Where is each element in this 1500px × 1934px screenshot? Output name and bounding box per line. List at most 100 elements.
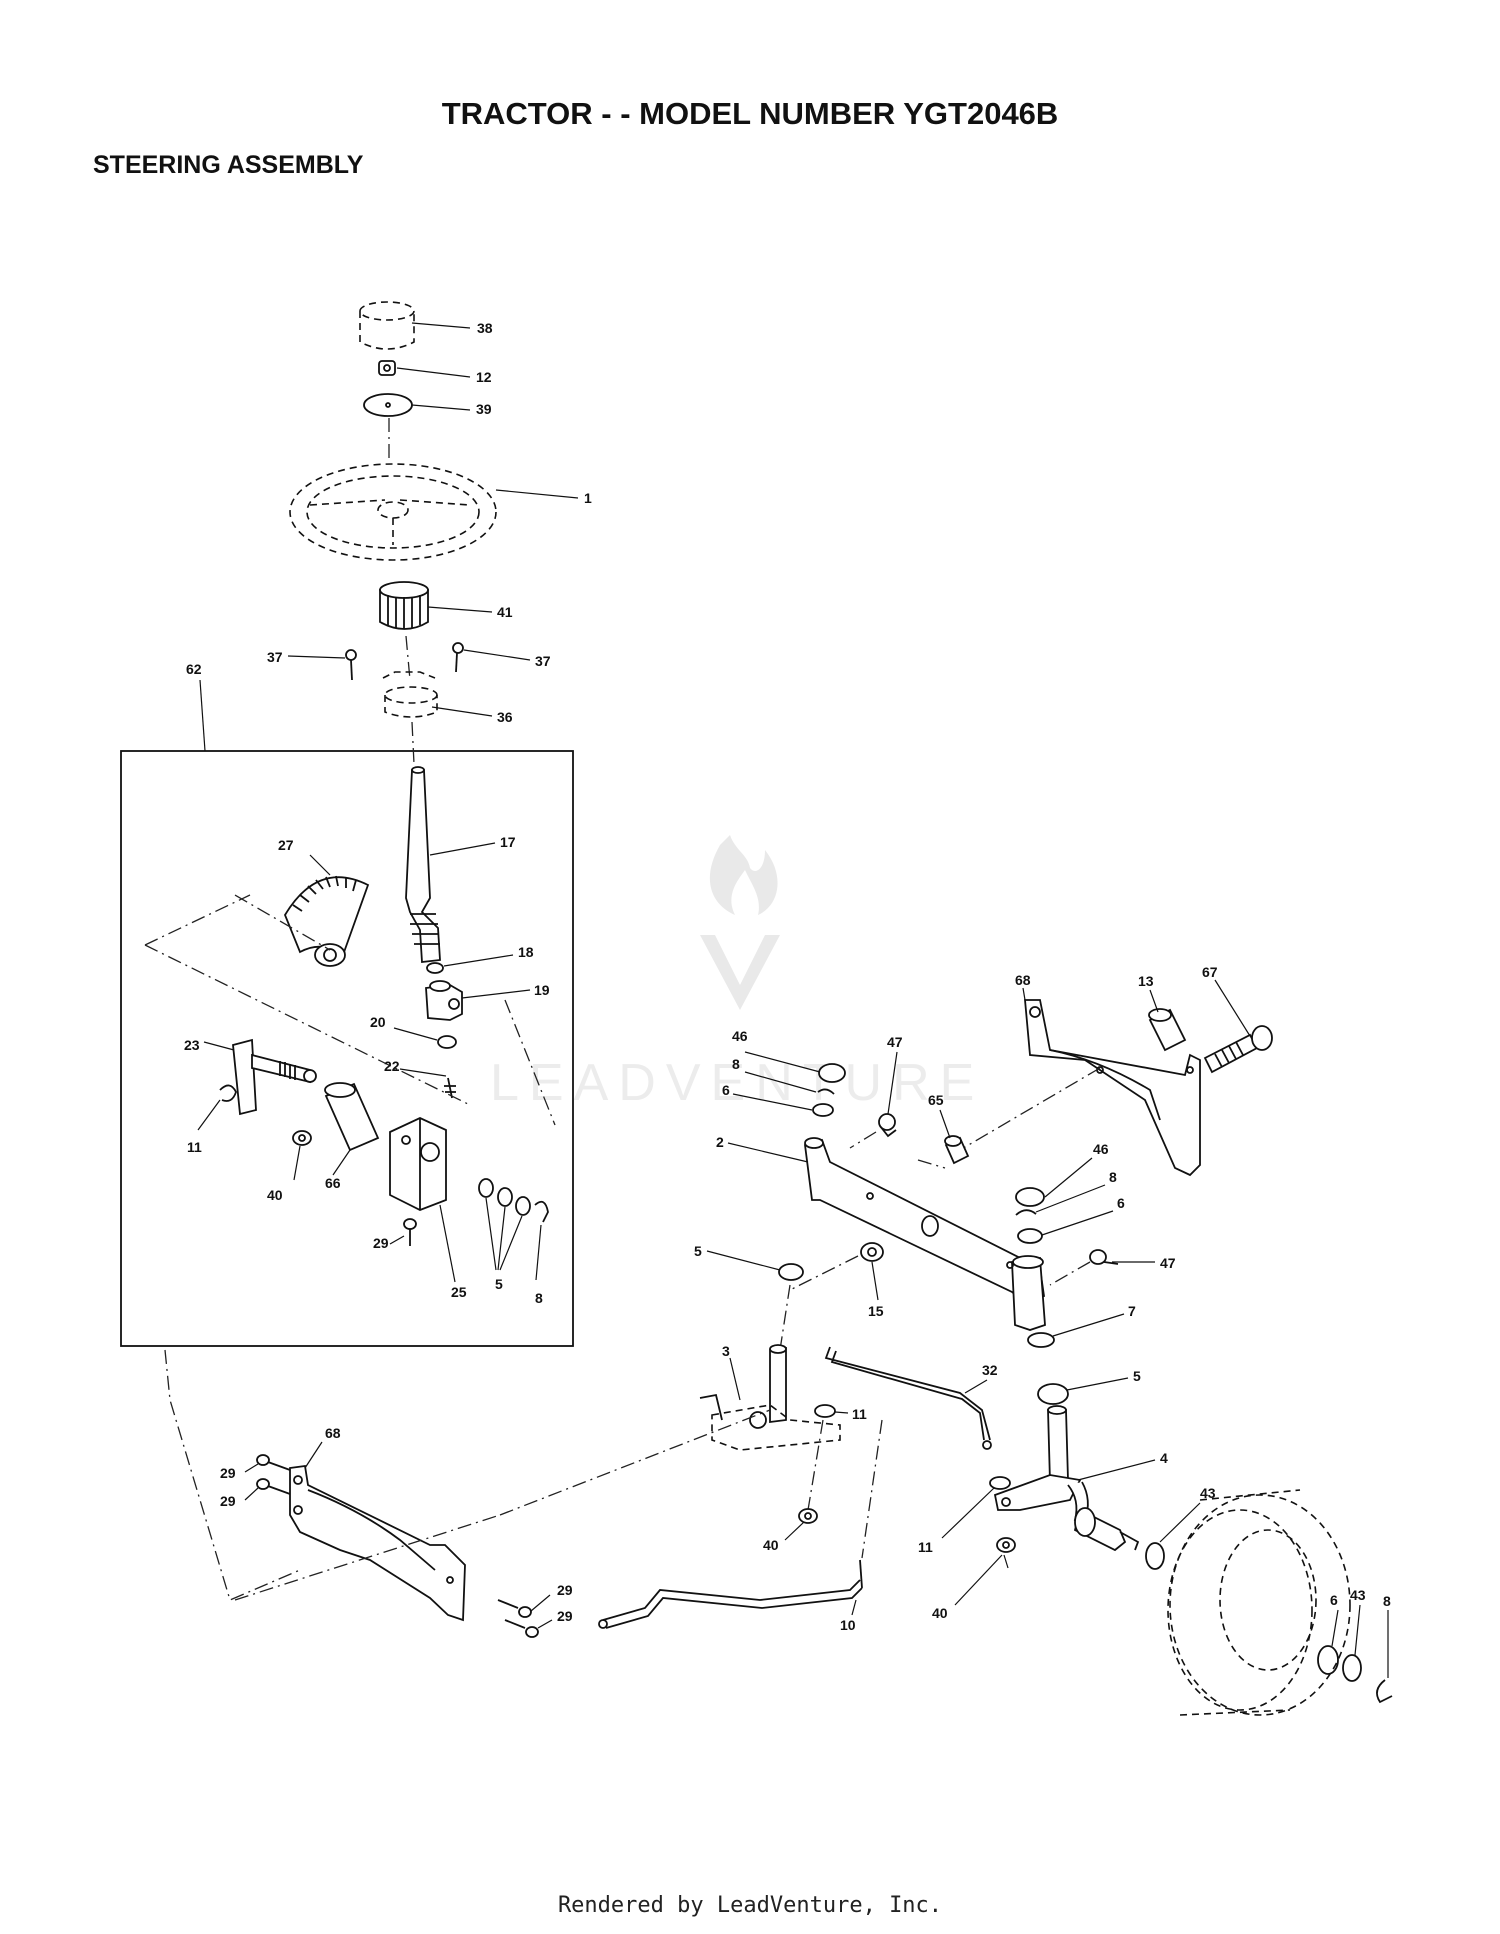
callout-11-box: 11: [187, 1139, 202, 1155]
part-3-spindle-left: [699, 1344, 841, 1451]
part-46-cap-right: [1015, 1187, 1045, 1207]
part-17-steering-shaft: [405, 766, 441, 963]
tire-wheel: [1167, 1489, 1351, 1716]
part-20-washer: [437, 1035, 457, 1049]
callout-3: 3: [722, 1343, 730, 1359]
part-40-nut-mid: [798, 1508, 818, 1524]
part-29-bolt-lower-b: [504, 1619, 539, 1638]
part-6-washer-wheel: [1317, 1645, 1339, 1675]
callout-8-axle-left: 8: [732, 1056, 740, 1072]
part-40-nut-left: [292, 1130, 312, 1146]
part-13-spacer: [1148, 1008, 1187, 1052]
callout-41: 41: [497, 604, 513, 620]
part-38-cap: [359, 301, 415, 350]
callout-6-axle-left: 6: [722, 1082, 730, 1098]
callout-29-lower-a: 29: [557, 1582, 573, 1598]
callout-22: 22: [384, 1058, 400, 1074]
callout-43-wheel: 43: [1350, 1587, 1366, 1603]
part-10-tie-rod: [598, 1559, 863, 1629]
part-32-drag-link: [824, 1346, 992, 1450]
callout-12: 12: [476, 369, 492, 385]
callout-8-axle-right: 8: [1109, 1169, 1117, 1185]
part-41-steering-adapter: [379, 581, 429, 630]
part-11-clip-left: [219, 1084, 237, 1102]
callout-27: 27: [278, 837, 294, 853]
callout-68-right: 68: [1015, 972, 1031, 988]
callout-29-box: 29: [373, 1235, 389, 1251]
callout-47-right: 47: [1160, 1255, 1176, 1271]
part-12-nut: [378, 360, 396, 376]
part-23-sector-shaft: [232, 1038, 317, 1116]
callout-40-right: 40: [932, 1605, 948, 1621]
callout-6-axle-right: 6: [1117, 1195, 1125, 1211]
callout-10: 10: [840, 1617, 856, 1633]
callout-labels: 38 12 39 1 41 37 37 62 36 17 27 18 19 20…: [184, 320, 1391, 1633]
callout-29-left-bottom: 29: [220, 1493, 236, 1509]
callout-7: 7: [1128, 1303, 1136, 1319]
part-2-front-axle: [804, 1137, 1046, 1331]
part-65-bushing: [944, 1135, 970, 1165]
part-29-bolt-lower-a: [497, 1599, 532, 1618]
callout-19: 19: [534, 982, 550, 998]
callout-1: 1: [584, 490, 592, 506]
callout-15: 15: [868, 1303, 884, 1319]
callout-29-left-top: 29: [220, 1465, 236, 1481]
part-18-washer: [426, 962, 444, 974]
callout-68-left: 68: [325, 1425, 341, 1441]
part-8-clip-box: [534, 1200, 549, 1223]
part-29-bolt-left-top: [256, 1454, 291, 1471]
watermark-text: LEADVENTURE: [490, 1054, 984, 1112]
page-title: TRACTOR - - MODEL NUMBER YGT2046B: [441, 96, 1059, 131]
callout-40-box: 40: [267, 1187, 283, 1203]
callout-4: 4: [1160, 1450, 1168, 1466]
callout-40-mid: 40: [763, 1537, 779, 1553]
callout-13: 13: [1138, 973, 1154, 989]
part-5-washer-axle-left: [778, 1263, 804, 1281]
part-68-frame-bracket-right: [1024, 999, 1201, 1177]
callout-37-right: 37: [535, 653, 551, 669]
part-15-bushing: [860, 1242, 884, 1262]
part-7-washer: [1027, 1332, 1055, 1348]
part-5-washer-axle-right: [1037, 1383, 1069, 1405]
part-36-bushing: [382, 671, 438, 718]
callout-11-mid: 11: [852, 1406, 867, 1422]
part-66-bushing: [324, 1082, 380, 1152]
part-43-washer-axle: [1145, 1542, 1165, 1570]
callout-32: 32: [982, 1362, 998, 1378]
part-43-washer-wheel: [1342, 1654, 1362, 1682]
callout-39: 39: [476, 401, 492, 417]
page-footer: Rendered by LeadVenture, Inc.: [557, 1893, 943, 1918]
callout-8-wheel: 8: [1383, 1593, 1391, 1609]
part-19-pivot-block: [425, 980, 463, 1021]
part-8-clip-axle-right: [1015, 1209, 1037, 1216]
part-40-nut-right: [996, 1537, 1016, 1553]
part-39-washer: [363, 393, 413, 417]
part-46-cap-left: [818, 1063, 846, 1083]
part-29-bolt-box: [403, 1218, 417, 1246]
part-11-clip-right: [989, 1476, 1011, 1490]
part-6-washer-left: [812, 1103, 834, 1117]
callout-36: 36: [497, 709, 513, 725]
callout-8-box: 8: [535, 1290, 543, 1306]
callout-66: 66: [325, 1175, 341, 1191]
part-47-bolt-right: [1089, 1249, 1119, 1265]
callout-5-axle-right: 5: [1133, 1368, 1141, 1384]
callout-47-top: 47: [887, 1034, 903, 1050]
callout-62: 62: [186, 661, 202, 677]
callout-46-left: 46: [732, 1028, 748, 1044]
part-1-steering-wheel: [289, 463, 497, 561]
part-29-bolt-left-bottom: [256, 1478, 291, 1495]
part-22-bolt: [444, 1077, 456, 1099]
part-67-bolt: [1203, 1025, 1273, 1074]
callout-17: 17: [500, 834, 516, 850]
section-title: STEERING ASSEMBLY: [93, 151, 364, 179]
callout-23: 23: [184, 1037, 200, 1053]
callout-5-box: 5: [495, 1276, 503, 1292]
part-37-screw-right: [452, 642, 464, 673]
leadventure-watermark: LEADVENTURE: [490, 835, 984, 1112]
part-8-clip-wheel: [1376, 1679, 1393, 1704]
callout-5-axle-left: 5: [694, 1243, 702, 1259]
callout-38: 38: [477, 320, 493, 336]
